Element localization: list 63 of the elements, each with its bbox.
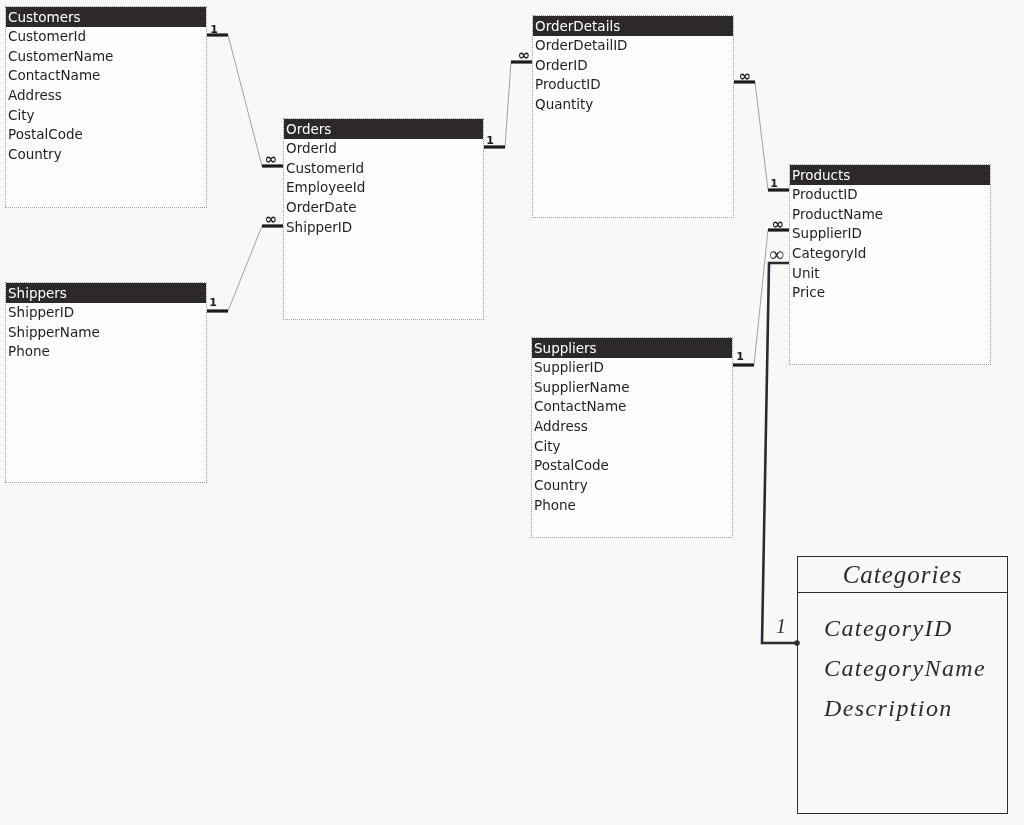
field-name: CustomerName <box>8 46 114 66</box>
relationship-line <box>760 261 800 646</box>
hand-drawn-table <box>797 556 1008 814</box>
table-header: Suppliers <box>532 338 732 358</box>
field-name: City <box>8 105 35 125</box>
field-name: OrderId <box>286 139 337 158</box>
field-name: Price <box>792 283 825 303</box>
field-name: ProductName <box>792 204 884 224</box>
cardinality-label: ∞ <box>771 216 785 232</box>
field-name: SupplierID <box>792 224 862 244</box>
table-header: Customers <box>6 7 206 27</box>
cardinality-label: ∞ <box>517 47 531 63</box>
table-header: Orders <box>284 119 483 139</box>
field-name: City <box>534 436 561 456</box>
field-name: ContactName <box>8 66 101 86</box>
cardinality-label: 1 <box>209 296 217 308</box>
cardinality-label: 1 <box>486 134 494 146</box>
field-name: Quantity <box>535 95 594 115</box>
field-name: ProductID <box>792 185 858 204</box>
field-name: Unit <box>792 263 820 283</box>
entity-table <box>5 282 207 483</box>
cardinality-label: ∞ <box>769 244 785 264</box>
field-name: Country <box>8 145 62 165</box>
cardinality-label: 1 <box>210 23 218 35</box>
field-name: ShipperID <box>8 303 75 322</box>
entity-table <box>532 15 734 218</box>
table-header: Shippers <box>6 283 206 303</box>
table-header: Products <box>790 165 990 185</box>
entity-table <box>5 6 207 208</box>
entity-table <box>789 164 991 365</box>
field-name: Description <box>824 694 953 723</box>
table-header: Categories <box>798 557 1007 593</box>
cardinality-label: 1 <box>770 177 778 189</box>
cardinality-label: 1 <box>776 616 786 636</box>
entity-table <box>531 337 733 538</box>
field-name: OrderDate <box>286 198 357 218</box>
field-name: Phone <box>8 342 50 362</box>
field-name: ShipperID <box>286 217 353 237</box>
field-name: ShipperName <box>8 322 100 342</box>
cardinality-label: ∞ <box>738 68 752 84</box>
field-name: Address <box>534 417 588 437</box>
field-name: Phone <box>534 495 576 515</box>
field-name: CategoryName <box>824 654 987 683</box>
cardinality-label: ∞ <box>264 151 278 167</box>
field-name: PostalCode <box>8 125 83 145</box>
field-name: SupplierName <box>534 377 630 397</box>
field-name: CustomerId <box>286 158 365 178</box>
table-header: OrderDetails <box>533 16 733 36</box>
field-name: PostalCode <box>534 456 609 476</box>
field-name: ProductID <box>535 75 601 95</box>
cardinality-label: 1 <box>736 350 744 362</box>
field-name: ContactName <box>534 397 627 417</box>
field-name: Country <box>534 476 588 496</box>
cardinality-label: ∞ <box>264 211 278 227</box>
field-name: CategoryID <box>824 614 953 643</box>
field-name: CustomerId <box>8 27 87 46</box>
field-name: CategoryId <box>792 244 867 264</box>
field-name: EmployeeId <box>286 178 366 198</box>
field-name: SupplierID <box>534 358 604 377</box>
field-name: Address <box>8 86 62 106</box>
entity-table <box>283 118 484 320</box>
field-name: OrderID <box>535 55 588 75</box>
field-name: OrderDetailID <box>535 36 628 55</box>
